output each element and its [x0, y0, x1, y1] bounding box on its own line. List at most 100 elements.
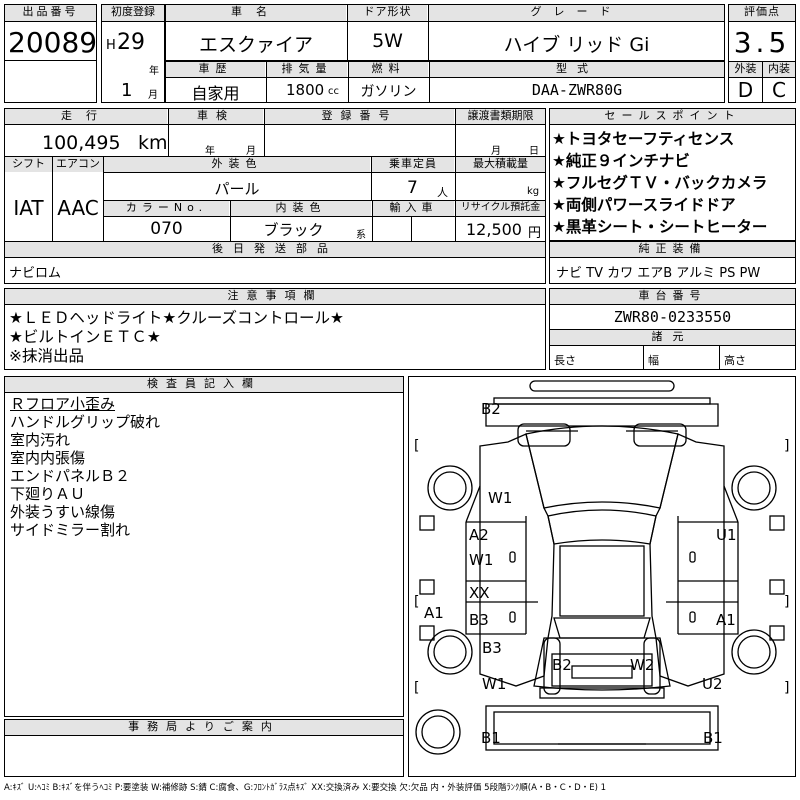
damage-mark: B1	[481, 729, 501, 747]
fuel: ガソリン	[360, 84, 417, 100]
grade-label: グレード	[429, 5, 724, 21]
note-line: ★ビルトインＥＴＣ★	[9, 328, 161, 346]
damage-mark: U2	[702, 675, 723, 693]
ext-color-label: 外装色	[104, 157, 370, 172]
int-color-unit: 系	[356, 230, 366, 241]
sales-point: ★両側パワースライドドア	[552, 196, 736, 214]
shift-label: シフト	[5, 157, 52, 172]
exterior-score-label: 外装	[729, 62, 762, 77]
inspector-box	[4, 376, 404, 717]
inspector-line: Ｒフロア小歪み	[10, 395, 116, 413]
month-unit: 月	[148, 90, 158, 101]
sales-point: ★トヨタセーフティセンス	[552, 130, 735, 148]
lot-number-label: 出品番号	[5, 5, 96, 21]
door-label: ドア形状	[348, 5, 427, 21]
later-parts-label: 後日発送部品	[5, 242, 545, 257]
inspector-label: 検査員記入欄	[5, 377, 403, 392]
length-label: 長さ	[554, 354, 576, 367]
first-reg-label: 初度登録	[102, 5, 164, 21]
equipment-box	[549, 241, 796, 284]
damage-mark: A1	[716, 611, 736, 629]
damage-mark: B2	[481, 400, 501, 418]
chassis-value: ZWR80-0233550	[613, 308, 732, 326]
displacement: 1800	[286, 81, 325, 99]
inspector-line: サイドミラー割れ	[10, 521, 131, 539]
door-type: 5W	[372, 30, 403, 52]
ext-color: パール	[214, 180, 260, 198]
load-unit: kg	[527, 186, 540, 197]
int-color-label: 内装色	[231, 201, 371, 216]
inspector-lines: Ｒフロア小歪み ハンドルグリップ破れ 室内汚れ 室内内張傷 エンドパネルＢ２ 下…	[10, 395, 160, 539]
color-no-label: カラーNo.	[104, 201, 229, 216]
equipment-value: ナビ TV カワ エアB アルミ PS PW	[556, 266, 761, 281]
note-line: ※抹消出品	[9, 347, 84, 365]
inspector-line: エンドパネルＢ２	[10, 467, 131, 485]
office-box	[4, 719, 404, 777]
int-color: ブラック	[263, 221, 324, 239]
transfer-month-unit: 月	[491, 146, 501, 157]
notes-lines: ★ＬＥＤヘッドライト★クルーズコントロール★ ★ビルトインＥＴＣ★ ※抹消出品	[9, 309, 344, 366]
bracket-open: [	[414, 680, 419, 696]
details-box	[4, 108, 546, 284]
displacement-unit: cc	[328, 86, 339, 97]
displacement-label: 排気量	[267, 62, 347, 77]
damage-mark: W1	[482, 675, 506, 693]
capacity: 7	[407, 178, 418, 198]
legend: A:ｷｽﾞ U:ﾍｺﾐ B:ｷｽﾞを伴うﾍｺﾐ P:要塗装 W:補修跡 S:錆 …	[4, 783, 607, 793]
bracket-close: ]	[784, 438, 789, 454]
car-name-label: 車名	[166, 5, 346, 21]
recycle: 12,500	[466, 220, 522, 239]
sales-points-list: ★トヨタセーフティセンス ★純正９インチナビ ★フルセグＴＶ・バックカメラ ★両…	[552, 128, 796, 238]
damage-mark: XX	[469, 584, 490, 602]
damage-mark: W2	[630, 656, 654, 674]
exterior-score: D	[737, 78, 754, 102]
score: 3.5	[733, 26, 791, 59]
ac-label: エアコン	[53, 157, 103, 172]
height-label: 高さ	[724, 354, 746, 367]
capacity-unit: 人	[437, 186, 448, 199]
first-reg-year: 29	[117, 30, 145, 55]
color-no: 070	[150, 219, 183, 239]
mileage-label: 走行	[5, 109, 167, 124]
width-label: 幅	[648, 354, 659, 367]
notes-box	[4, 288, 546, 370]
car-diagram-box	[408, 376, 796, 777]
interior-score-label: 内装	[763, 62, 795, 77]
first-reg-box	[101, 4, 165, 103]
damage-mark: A1	[424, 604, 444, 622]
car-diagram: [ ] [ ] [ ] B2 W1 A2 W1 U1 XX B3 A1 A1 B…	[414, 380, 789, 755]
damage-mark: U1	[716, 526, 737, 544]
note-line: ★ＬＥＤヘッドライト★クルーズコントロール★	[9, 309, 344, 327]
plate-label: 登録番号	[265, 109, 454, 124]
chassis-label: 車台番号	[550, 289, 795, 304]
history-label: 車歴	[166, 62, 265, 77]
later-parts: ナビロム	[9, 266, 62, 281]
damage-mark: W1	[469, 551, 493, 569]
bracket-open: [	[414, 438, 419, 454]
recycle-unit: 円	[528, 226, 542, 241]
inspection-month-unit: 月	[246, 146, 256, 157]
shift: IAT	[13, 196, 44, 220]
recycle-label: リサイクル預託金	[456, 201, 545, 216]
car-name-box	[165, 4, 725, 61]
model-label: 型式	[430, 62, 724, 77]
lot-number: 20089	[8, 26, 98, 59]
sales-points-box	[549, 108, 796, 241]
mileage-unit: km	[138, 132, 168, 154]
history: 自家用	[191, 84, 240, 103]
capacity-label: 乗車定員	[372, 157, 454, 172]
score-label: 評価点	[729, 5, 795, 21]
year-unit: 年	[149, 66, 159, 77]
transfer-label: 譲渡書類期限	[456, 109, 545, 124]
first-reg-month: 1	[121, 80, 133, 101]
sales-point: ★純正９インチナビ	[552, 152, 690, 170]
bracket-close: ]	[784, 594, 789, 610]
bracket-close: ]	[784, 680, 789, 696]
damage-mark: A2	[469, 526, 489, 544]
inspection-year-unit: 年	[205, 146, 215, 157]
sales-point: ★フルセグＴＶ・バックカメラ	[552, 174, 768, 192]
fuel-label: 燃料	[349, 62, 428, 77]
inspector-line: 室内内張傷	[10, 449, 86, 467]
load-label: 最大積載量	[456, 157, 545, 172]
transfer-day-unit: 日	[529, 146, 539, 157]
